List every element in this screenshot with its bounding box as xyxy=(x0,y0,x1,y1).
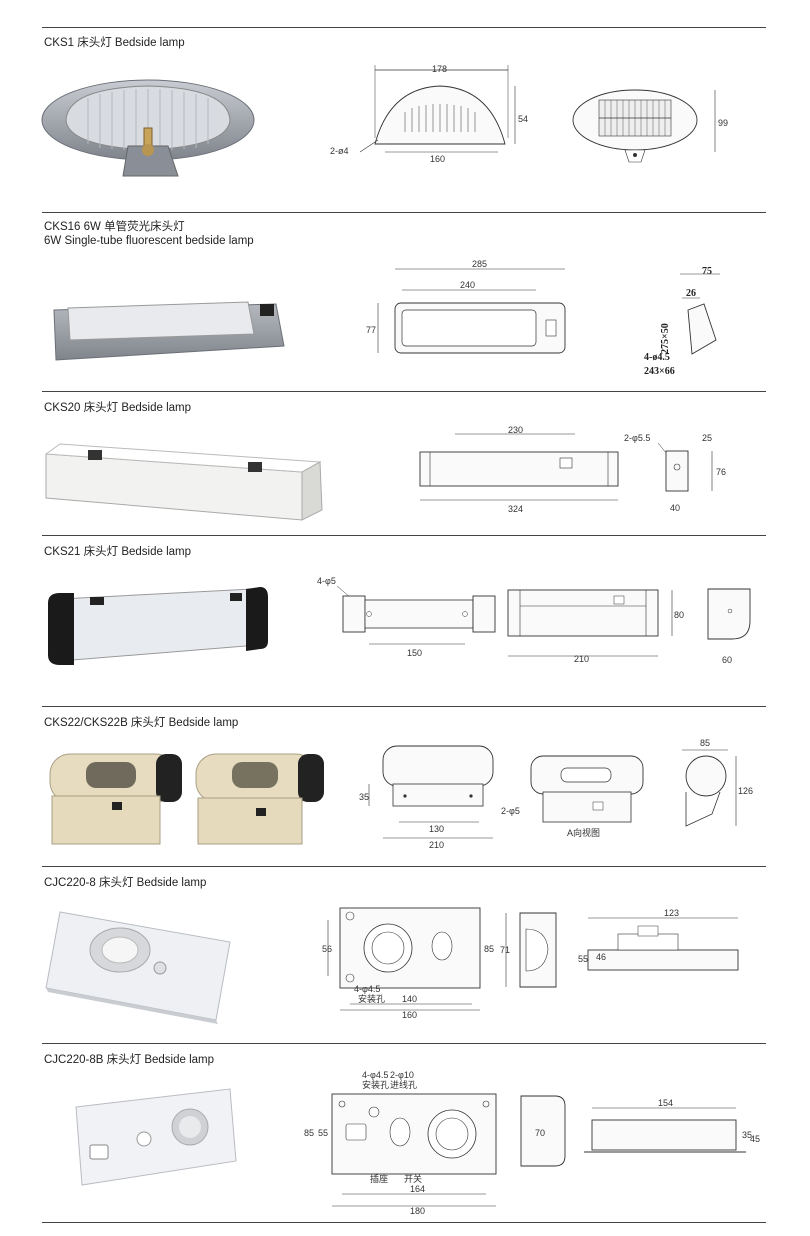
dim-cks16-240: 240 xyxy=(460,280,475,290)
drawing-cks16-front: 285 240 77 xyxy=(366,259,566,354)
product-photo-cks1 xyxy=(41,79,255,177)
product-photo-cks21 xyxy=(48,587,268,665)
dim-cjc220-8-85: 85 xyxy=(484,944,494,954)
dim-cks21-80: 80 xyxy=(674,610,684,620)
dim-cks20-40: 40 xyxy=(670,503,680,513)
dim-cjc220-8-55: 55 xyxy=(578,954,588,964)
drawing-cks22-front: 35 130 210 2-φ5 xyxy=(359,745,520,850)
dim-cjc220-8b-85: 85 xyxy=(304,1128,314,1138)
dim-cks21-210: 210 xyxy=(574,654,589,664)
dim-cjc220-8b-180: 180 xyxy=(410,1206,425,1216)
dim-cks1-holes: 2-ø4 xyxy=(330,146,349,156)
rule-bottom xyxy=(42,1222,766,1223)
product-photo-cks16 xyxy=(53,301,285,361)
section-title-cjc220-8: CJC220-8 床头灯 Bedside lamp xyxy=(44,877,207,889)
label-cjc220-8b-socket: 插座 xyxy=(370,1173,388,1184)
drawing-cjc220-8b-front: 4-φ4.5 安装孔 2-φ10 进线孔 85 55 插座 开关 164 180 xyxy=(304,1070,497,1216)
dim-cjc220-8b-wire: 2-φ10 xyxy=(390,1070,414,1080)
drawing-cjc220-8-front: 56 85 4-φ4.5 安装孔 140 160 xyxy=(322,907,494,1020)
dim-cjc220-8-46: 46 xyxy=(596,952,606,962)
dim-cjc220-8-160: 160 xyxy=(402,1010,417,1020)
dim-cks16-26: 26 xyxy=(686,288,696,299)
dim-cks22-holes: 2-φ5 xyxy=(501,806,520,816)
product-photo-cjc220-8b xyxy=(75,1088,237,1186)
drawing-cks20-side: 2-φ5.5 25 76 40 xyxy=(624,433,726,513)
dim-cks22-210: 210 xyxy=(429,840,444,850)
dim-cks16-holes: 4-ø4.5 xyxy=(644,352,670,363)
dim-cjc220-8-56: 56 xyxy=(322,944,332,954)
drawing-cks21-side: 60 xyxy=(707,588,751,665)
dim-cjc220-8b-55: 55 xyxy=(318,1128,328,1138)
dim-cjc220-8b-154: 154 xyxy=(658,1098,673,1108)
section-subtitle-cks16: 6W Single-tube fluorescent bedside lamp xyxy=(44,235,254,247)
dim-cks21-60: 60 xyxy=(722,655,732,665)
section-title-cks21: CKS21 床头灯 Bedside lamp xyxy=(44,546,192,558)
dim-cjc220-8-123: 123 xyxy=(664,908,679,918)
rule-1 xyxy=(42,212,766,213)
dim-cjc220-8b-holes: 4-φ4.5 xyxy=(362,1070,388,1080)
rule-3 xyxy=(42,535,766,536)
dim-cks22-35: 35 xyxy=(359,792,369,802)
drawing-cks1-front: 178 54 160 2-ø4 xyxy=(330,64,528,164)
dim-cks16-243x66: 243×66 xyxy=(644,366,675,377)
dim-cks21-150: 150 xyxy=(407,648,422,658)
section-title-cks1: CKS1 床头灯 Bedside lamp xyxy=(44,37,185,49)
dim-cjc220-8-holes-cn: 安装孔 xyxy=(358,993,385,1004)
dim-cks20-230: 230 xyxy=(508,425,523,435)
drawing-cks21-front: 80 210 xyxy=(507,589,684,664)
drawing-cks21-top: 4-φ5 150 xyxy=(317,576,496,658)
drawing-cks16-side: 75 26 275×50 4-ø4.5 243×66 xyxy=(644,266,720,377)
section-title-cks16: CKS16 6W 单管荧光床头灯 xyxy=(44,221,185,233)
dim-cjc220-8-71: 71 xyxy=(500,945,510,955)
dim-cjc220-8-140: 140 xyxy=(402,994,417,1004)
label-cjc220-8b-switch: 开关 xyxy=(404,1173,422,1184)
section-title-cks22: CKS22/CKS22B 床头灯 Bedside lamp xyxy=(44,717,239,729)
drawing-cks1-top: 99 xyxy=(572,89,728,163)
drawing-cks22-side: 85 126 xyxy=(682,738,753,827)
rule-top xyxy=(42,27,766,28)
rule-4 xyxy=(42,706,766,707)
dim-cks20-holes: 2-φ5.5 xyxy=(624,433,650,443)
dim-cks21-holes: 4-φ5 xyxy=(317,576,336,586)
drawing-cjc220-8-side: 71 xyxy=(500,912,557,988)
dim-cjc220-8-holes: 4-φ4.5 xyxy=(354,984,380,994)
dim-cks22-126: 126 xyxy=(738,786,753,796)
dim-cks1-99: 99 xyxy=(718,118,728,128)
dim-cks16-285: 285 xyxy=(472,259,487,269)
dim-cks22-130: 130 xyxy=(429,824,444,834)
dim-cks20-324: 324 xyxy=(508,504,523,514)
drawing-cjc220-8-top: 123 55 46 xyxy=(578,908,739,971)
dim-cks20-76: 76 xyxy=(716,467,726,477)
dim-cjc220-8b-wire-cn: 进线孔 xyxy=(390,1079,417,1090)
product-photo-cks22 xyxy=(49,753,324,845)
dim-cks22-85: 85 xyxy=(700,738,710,748)
dim-cks16-75: 75 xyxy=(702,266,712,277)
dim-cjc220-8b-70: 70 xyxy=(535,1128,545,1138)
drawing-cks22-view-a: A向视图 xyxy=(530,755,644,838)
drawing-cjc220-8b-side: 70 xyxy=(520,1095,566,1167)
product-photo-cjc220-8 xyxy=(45,911,231,1024)
rule-5 xyxy=(42,866,766,867)
dim-cjc220-8b-164: 164 xyxy=(410,1184,425,1194)
dim-cks1-54: 54 xyxy=(518,114,528,124)
product-photo-cks20 xyxy=(44,443,323,521)
dim-cks20-25: 25 xyxy=(702,433,712,443)
dim-cks16-275x50: 275×50 xyxy=(660,323,671,354)
label-cks22-view-a: A向视图 xyxy=(567,827,600,838)
dim-cks1-160: 160 xyxy=(430,154,445,164)
section-title-cjc220-8b: CJC220-8B 床头灯 Bedside lamp xyxy=(44,1054,215,1066)
drawing-cks20-front: 230 324 xyxy=(419,425,619,514)
dim-cks16-77: 77 xyxy=(366,325,376,335)
section-title-cks20: CKS20 床头灯 Bedside lamp xyxy=(44,402,192,414)
dim-cks1-178: 178 xyxy=(432,64,447,74)
dim-cjc220-8b-45: 45 xyxy=(750,1134,760,1144)
dim-cjc220-8b-35: 35 xyxy=(742,1130,752,1140)
drawing-cjc220-8b-top: 154 35 45 xyxy=(584,1098,760,1153)
rule-6 xyxy=(42,1043,766,1044)
dim-cjc220-8b-holes-cn: 安装孔 xyxy=(362,1079,389,1090)
rule-2 xyxy=(42,391,766,392)
